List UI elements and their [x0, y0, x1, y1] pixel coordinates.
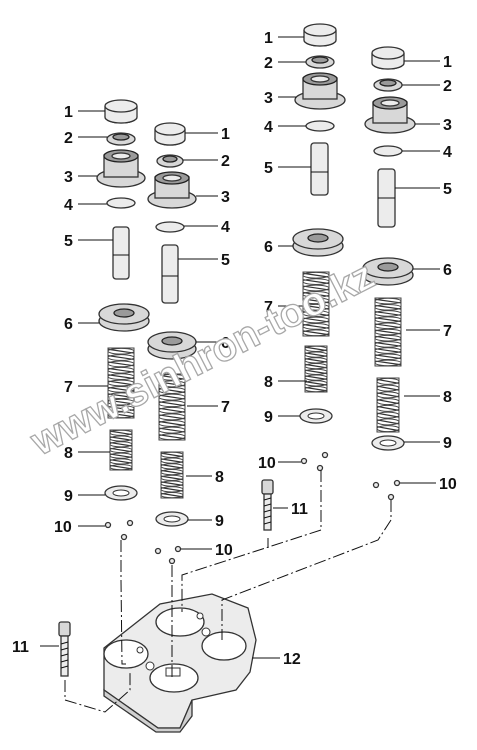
callout-4: 4 — [264, 119, 273, 136]
callout-3: 3 — [443, 117, 452, 134]
callout-10: 10 — [54, 519, 72, 536]
callouts-body: 11 11 12 — [12, 501, 308, 668]
callout-5: 5 — [64, 233, 73, 250]
plunger-part-5 — [112, 226, 130, 280]
callout-9: 9 — [264, 409, 273, 426]
plunger-part-5 — [377, 168, 396, 228]
watermark-text: www.sinhron-too.kz — [23, 253, 381, 464]
ball-part-10 — [154, 545, 182, 565]
callout-1: 1 — [264, 30, 273, 47]
ball-part-10 — [104, 519, 134, 541]
callout-8: 8 — [443, 389, 452, 406]
callout-3: 3 — [64, 169, 73, 186]
callout-10: 10 — [439, 476, 457, 493]
plunger-part-5 — [310, 142, 329, 196]
callout-4: 4 — [443, 144, 452, 161]
cap-part-1 — [303, 23, 337, 47]
callout-5: 5 — [221, 252, 230, 269]
callout-6: 6 — [264, 239, 273, 256]
callout-4: 4 — [64, 197, 73, 214]
leader-lines — [40, 36, 440, 659]
inner-spring-part-8 — [304, 345, 328, 393]
callout-3: 3 — [264, 90, 273, 107]
callout-2: 2 — [64, 130, 73, 147]
callout-5: 5 — [443, 181, 452, 198]
callout-9: 9 — [215, 513, 224, 530]
ball-part-10 — [372, 479, 401, 501]
o-ring-part-4 — [373, 145, 403, 157]
inner-spring-part-8 — [109, 429, 133, 471]
valve-stack-3 — [292, 23, 346, 472]
valve-body-part-12 — [103, 593, 257, 733]
cap-part-1 — [371, 46, 405, 70]
ball-part-10 — [300, 451, 329, 472]
callout-6: 6 — [64, 316, 73, 333]
spring-seat-part-6 — [362, 257, 414, 286]
callout-6: 6 — [443, 262, 452, 279]
callout-8: 8 — [264, 374, 273, 391]
callout-2: 2 — [264, 55, 273, 72]
callout-10: 10 — [258, 455, 276, 472]
retainer-part-2 — [156, 154, 184, 168]
retainer-part-2 — [106, 132, 136, 146]
retainer-part-2 — [373, 78, 403, 92]
callout-4: 4 — [221, 219, 230, 236]
callout-1: 1 — [64, 104, 73, 121]
screw-part-11 — [58, 621, 71, 677]
cap-part-1 — [154, 122, 186, 146]
callout-7: 7 — [264, 299, 273, 316]
shim-part-9 — [104, 485, 138, 501]
spring-seat-part-6 — [98, 303, 150, 332]
callouts-column-3: 1 2 3 4 5 6 7 8 9 10 — [258, 30, 276, 472]
guide-part-3 — [147, 171, 197, 209]
inner-spring-part-8 — [376, 377, 400, 433]
valve-stack-4 — [362, 46, 416, 501]
callout-5: 5 — [264, 160, 273, 177]
guide-part-3 — [294, 72, 346, 110]
callouts-column-1: 1 2 3 4 5 6 7 8 9 10 — [54, 104, 73, 536]
callout-7: 7 — [443, 323, 452, 340]
shim-part-9 — [155, 511, 189, 527]
callout-8: 8 — [64, 445, 73, 462]
callout-11: 11 — [12, 639, 29, 656]
callout-6: 6 — [221, 335, 230, 352]
spring-seat-part-6 — [292, 228, 344, 257]
retainer-part-2 — [305, 55, 335, 69]
assembly-axis-lines — [64, 470, 392, 713]
guide-part-3 — [96, 149, 146, 188]
callout-7: 7 — [64, 379, 73, 396]
callout-9: 9 — [64, 488, 73, 505]
o-ring-part-4 — [305, 120, 335, 132]
callouts-column-2: 1 2 3 4 5 6 7 8 9 10 — [215, 126, 233, 559]
callout-2: 2 — [443, 78, 452, 95]
o-ring-part-4 — [155, 221, 185, 233]
callout-9: 9 — [443, 435, 452, 452]
inner-spring-part-8 — [160, 451, 184, 499]
shim-part-9 — [371, 435, 405, 451]
cap-part-1 — [104, 99, 138, 124]
plunger-part-5 — [161, 244, 179, 304]
o-ring-part-4 — [106, 197, 136, 209]
outer-spring-part-7 — [107, 347, 135, 419]
guide-part-3 — [364, 96, 416, 134]
callout-3: 3 — [221, 189, 230, 206]
callout-1: 1 — [221, 126, 230, 143]
callout-11: 11 — [291, 501, 308, 518]
shim-part-9 — [299, 408, 333, 424]
callout-1: 1 — [443, 54, 452, 71]
outer-spring-part-7 — [302, 271, 330, 337]
screw-part-11 — [261, 479, 274, 531]
outer-spring-part-7 — [158, 373, 186, 441]
callout-10: 10 — [215, 542, 233, 559]
callout-12: 12 — [283, 651, 301, 668]
callouts-column-4: 1 2 3 4 5 6 7 8 9 10 — [439, 54, 457, 493]
callout-2: 2 — [221, 153, 230, 170]
callout-8: 8 — [215, 469, 224, 486]
valve-stack-1 — [96, 99, 150, 541]
spring-seat-part-6 — [147, 331, 197, 360]
callout-7: 7 — [221, 399, 230, 416]
outer-spring-part-7 — [374, 297, 402, 367]
valve-stack-2 — [147, 122, 197, 565]
